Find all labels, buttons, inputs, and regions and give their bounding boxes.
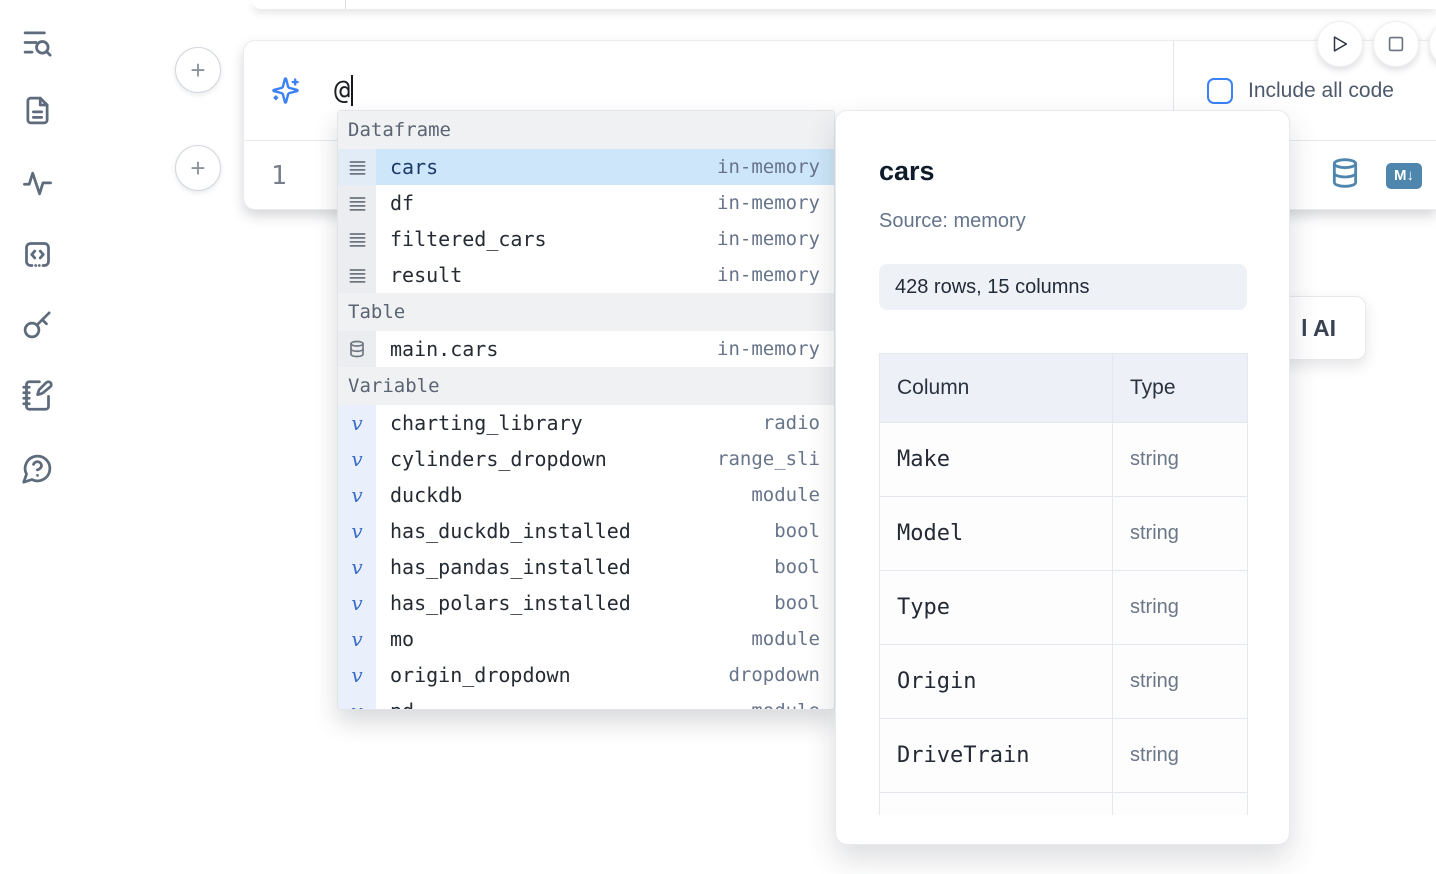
help-icon[interactable] bbox=[19, 450, 55, 486]
section-header-dataframe: Dataframe bbox=[338, 111, 834, 149]
preview-shape-badge: 428 rows, 15 columns bbox=[879, 264, 1247, 310]
prompt-section-divider bbox=[1173, 41, 1174, 140]
play-icon bbox=[1333, 36, 1348, 52]
variable-icon: v bbox=[338, 549, 376, 585]
activity-icon[interactable] bbox=[19, 165, 55, 201]
variable-icon: v bbox=[338, 405, 376, 441]
preview-title: cars bbox=[879, 156, 935, 186]
table-row: Model string bbox=[879, 497, 1248, 571]
variable-icon: v bbox=[338, 513, 376, 549]
include-all-code-label: Include all code bbox=[1248, 79, 1394, 102]
table-row-clipped bbox=[879, 793, 1248, 815]
sparkles-ai-icon bbox=[271, 76, 300, 105]
section-header-table: Table bbox=[338, 293, 834, 331]
code-snippets-icon[interactable] bbox=[19, 236, 55, 272]
code-editor-row[interactable]: 1 M↓ bbox=[244, 141, 1436, 210]
variable-icon: v bbox=[338, 693, 376, 709]
stop-square-icon bbox=[1388, 36, 1404, 52]
preview-source: Source: memory bbox=[879, 210, 1026, 232]
left-sidebar bbox=[0, 0, 70, 874]
scratchpad-notebook-pen-icon[interactable] bbox=[19, 377, 55, 413]
variable-icon: v bbox=[338, 477, 376, 513]
include-all-code-checkbox[interactable] bbox=[1207, 78, 1233, 104]
preview-schema-table: Column Type Make string Model string Typ… bbox=[879, 353, 1248, 815]
autocomplete-item-pd[interactable]: v pdmodule bbox=[338, 693, 834, 709]
table-row: Type string bbox=[879, 571, 1248, 645]
file-explorer-icon[interactable] bbox=[19, 92, 55, 128]
database-icon bbox=[338, 331, 376, 367]
ai-card-label: l AI bbox=[1301, 314, 1336, 341]
markdown-convert-icon[interactable]: M↓ bbox=[1386, 162, 1422, 189]
run-cell-button[interactable] bbox=[1317, 21, 1363, 67]
column-header: Column bbox=[897, 376, 970, 399]
stop-button[interactable] bbox=[1373, 21, 1419, 67]
variable-icon: v bbox=[338, 585, 376, 621]
dataframe-icon bbox=[338, 221, 376, 257]
dataframe-preview-panel: cars Source: memory 428 rows, 15 columns… bbox=[835, 110, 1290, 845]
dataframe-icon bbox=[338, 185, 376, 221]
dataframe-icon bbox=[338, 149, 376, 185]
database-sources-icon[interactable] bbox=[1329, 157, 1361, 194]
secrets-key-icon[interactable] bbox=[19, 306, 55, 342]
table-of-contents-search-icon[interactable] bbox=[19, 24, 55, 60]
text-cursor bbox=[351, 75, 354, 106]
ai-prompt-input[interactable]: @ bbox=[334, 75, 351, 106]
line-number: 1 bbox=[271, 160, 287, 191]
table-row: DriveTrain string bbox=[879, 719, 1248, 793]
dataframe-icon bbox=[338, 257, 376, 293]
previous-cell-divider bbox=[345, 0, 346, 9]
table-row: Make string bbox=[879, 423, 1248, 497]
add-cell-above-button[interactable]: + bbox=[175, 47, 221, 93]
section-header-variable: Variable bbox=[338, 367, 834, 405]
add-cell-below-button[interactable]: + bbox=[175, 145, 221, 191]
previous-cell-bottom bbox=[252, 0, 1436, 9]
variable-icon: v bbox=[338, 657, 376, 693]
variable-icon: v bbox=[338, 621, 376, 657]
variable-icon: v bbox=[338, 441, 376, 477]
table-header-row: Column Type bbox=[879, 354, 1248, 423]
table-row: Origin string bbox=[879, 645, 1248, 719]
type-header: Type bbox=[1130, 376, 1176, 399]
